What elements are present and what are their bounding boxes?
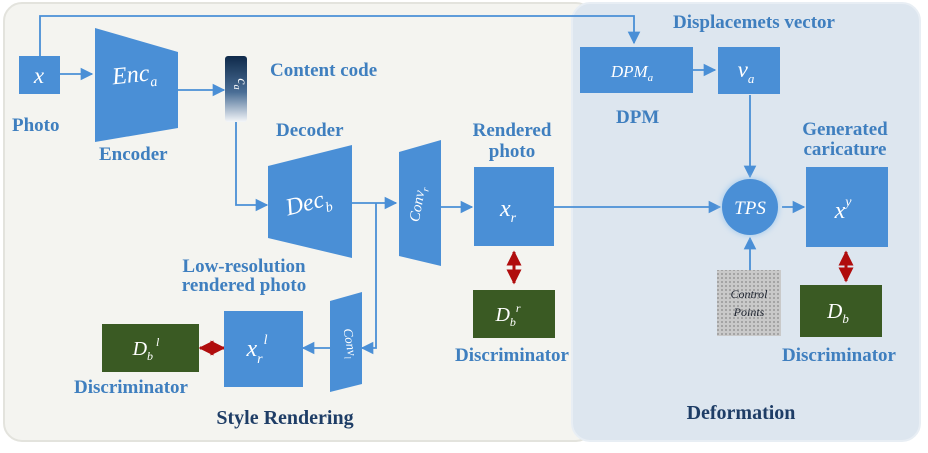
encoder-symbol: Enc [110, 60, 151, 90]
displacements-vector-label: Displacemets vector [673, 12, 836, 33]
low-res-photo-symbol: x [246, 336, 258, 362]
conv-l-subscript: l [342, 356, 352, 361]
svg-text:Dbl: Dbl [132, 335, 160, 363]
low-res-photo-node: xrl [224, 311, 303, 387]
discriminator-l-symbol: D [132, 338, 148, 360]
discriminator-node: Db [800, 285, 882, 337]
discriminator-l-subscript: b [147, 349, 153, 363]
svg-text:DPMa: DPMa [610, 62, 654, 84]
svg-text:va: va [738, 57, 755, 86]
dpm-label: DPM [616, 107, 659, 128]
displacement-vector-node: va [718, 47, 780, 94]
generated-caricature-label-line2: caricature [804, 139, 887, 160]
edge-x-to-dpm [39, 15, 641, 56]
svg-text:Enca: Enca [110, 60, 158, 95]
svg-text:Dbr: Dbr [494, 301, 520, 329]
content-code-symbol: c [234, 78, 249, 85]
svg-text:xr: xr [499, 196, 517, 226]
dpm-subscript: a [648, 72, 654, 84]
discriminator-l-label: Discriminator [74, 377, 189, 398]
low-res-label-line2: rendered photo [182, 275, 306, 296]
rendered-photo-symbol: x [499, 196, 511, 222]
svg-text:xrl: xrl [246, 333, 268, 367]
svg-text:xy: xy [834, 195, 853, 224]
discriminator-r-subscript: b [510, 315, 516, 329]
displacement-vector-symbol: v [738, 57, 749, 82]
conv-r-node: Convr [399, 140, 441, 266]
discriminator-l-node: Dbl [102, 324, 199, 372]
conv-l-node: Convl [330, 292, 362, 392]
control-points-node: Control Points [717, 270, 781, 336]
discriminator-l-superscript: l [156, 335, 160, 349]
svg-text:Db: Db [826, 299, 849, 326]
encoder-label: Encoder [99, 144, 168, 165]
content-code-node: ca [225, 56, 249, 122]
discriminator-symbol: D [826, 299, 842, 323]
discriminator-label: Discriminator [782, 345, 897, 366]
generated-caricature-node: xy [806, 167, 888, 247]
displacement-vector-subscript: a [748, 71, 755, 86]
style-rendering-title: Style Rendering [216, 407, 353, 429]
low-res-label-line1: Low-resolution [182, 256, 306, 277]
tps-node: TPS [721, 178, 779, 236]
rendered-photo-label-line2: photo [489, 141, 535, 162]
discriminator-r-node: Dbr [473, 290, 555, 338]
svg-text:Convl: Convl [337, 327, 360, 360]
low-res-photo-subscript: r [257, 352, 263, 367]
content-code-subscript: a [231, 85, 242, 90]
deformation-title: Deformation [687, 402, 796, 424]
dpm-node: DPMa [580, 47, 693, 93]
discriminator-r-symbol: D [494, 304, 510, 326]
photo-x-symbol: x [33, 63, 45, 88]
edge-code-to-dec [235, 122, 269, 212]
discriminator-subscript: b [842, 311, 849, 326]
svg-text:ca: ca [231, 78, 249, 89]
decoder-node: Decb [268, 145, 352, 258]
generated-caricature-label-line1: Generated [802, 119, 888, 140]
control-points-line1: Control [731, 287, 769, 301]
generated-caricature-symbol: x [834, 198, 846, 224]
generated-caricature-superscript: y [843, 195, 852, 210]
photo-label: Photo [12, 115, 60, 136]
low-res-photo-superscript: l [264, 333, 268, 348]
rendered-photo-subscript: r [511, 211, 517, 226]
control-points-line2: Points [733, 305, 765, 319]
discriminator-r-superscript: r [516, 301, 521, 315]
content-code-label: Content code [270, 60, 377, 81]
conv-r-symbol: Conv [407, 189, 428, 223]
encoder-node: Enca [95, 28, 178, 142]
conv-l-symbol: Conv [340, 327, 360, 357]
edge-dec-to-convl [360, 203, 377, 355]
tps-symbol: TPS [734, 198, 766, 219]
rendered-photo-label-line1: Rendered [473, 120, 552, 141]
rendered-photo-node: xr [474, 167, 554, 246]
decoder-label: Decoder [276, 120, 344, 141]
discriminator-r-label: Discriminator [455, 345, 570, 366]
photo-x-node: x [19, 56, 60, 94]
decoder-subscript: b [324, 200, 334, 216]
conv-r-subscript: r [420, 187, 432, 193]
svg-text:Convr: Convr [407, 185, 432, 223]
dpm-symbol: DPM [610, 62, 649, 81]
encoder-subscript: a [150, 75, 159, 91]
